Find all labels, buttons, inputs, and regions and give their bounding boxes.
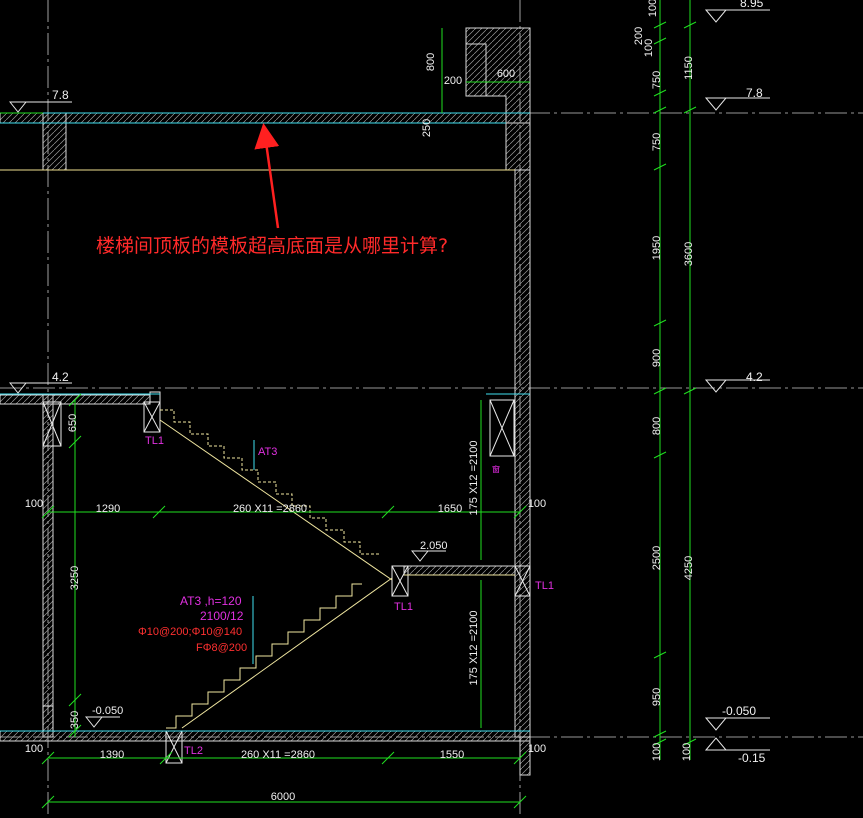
dim-1150: 1150 bbox=[683, 56, 695, 80]
level-mid-right: 4.2 bbox=[746, 370, 763, 384]
label-tl1-right: TL1 bbox=[535, 580, 554, 592]
dim-350: 350 bbox=[69, 711, 81, 729]
dim-100-b: 100 bbox=[643, 39, 655, 57]
dim-650: 650 bbox=[67, 414, 79, 432]
dim-1650: 1650 bbox=[438, 503, 462, 515]
dim-800-mid: 800 bbox=[651, 417, 663, 435]
dim-750-a: 750 bbox=[651, 71, 663, 89]
dim-100-bottom-right: 100 bbox=[528, 743, 546, 755]
note-at3: AT3 ,h=120 bbox=[180, 594, 242, 608]
level-outside-right: -0.15 bbox=[738, 751, 766, 765]
dim-900: 900 bbox=[651, 349, 663, 367]
label-tl1-upper: TL1 bbox=[145, 435, 164, 447]
label-window: 窗 bbox=[492, 464, 500, 474]
dim-100-bottom-left: 100 bbox=[25, 743, 43, 755]
label-tl2: TL2 bbox=[184, 745, 203, 757]
dim-100-left: 100 bbox=[25, 498, 43, 510]
stair-flights bbox=[159, 409, 515, 729]
question-arrow bbox=[254, 123, 280, 229]
note-steps: 2100/12 bbox=[200, 609, 244, 623]
dim-750-b: 750 bbox=[651, 133, 663, 151]
dim-1290: 1290 bbox=[96, 503, 120, 515]
dim-3250: 3250 bbox=[69, 566, 81, 590]
dim-2100-lower: 175 X12 =2100 bbox=[468, 611, 480, 686]
dim-200-b: 200 bbox=[633, 27, 645, 45]
dim-200-top: 200 bbox=[444, 75, 462, 87]
dim-4250: 4250 bbox=[683, 556, 695, 580]
dim-2860-upper: 260 X11 =2860 bbox=[233, 503, 307, 515]
dim-600: 600 bbox=[497, 68, 515, 80]
dim-1390: 1390 bbox=[100, 749, 124, 761]
dim-1550: 1550 bbox=[440, 749, 464, 761]
dim-2500: 2500 bbox=[651, 546, 663, 570]
dim-2100-upper: 175 X12 =2100 bbox=[468, 441, 480, 516]
dim-1950: 1950 bbox=[651, 236, 663, 260]
level-ground-left: -0.050 bbox=[92, 705, 123, 717]
level-roof-right: 7.8 bbox=[746, 86, 763, 100]
level-ground-right: -0.050 bbox=[722, 704, 756, 718]
dim-100-a: 100 bbox=[647, 0, 659, 17]
level-landing: 2.050 bbox=[420, 540, 448, 552]
level-markers bbox=[8, 9, 770, 751]
note-rebar-1: Φ10@200;Φ10@140 bbox=[138, 626, 242, 638]
level-top-right: 8.95 bbox=[740, 0, 764, 10]
ceiling-lines bbox=[0, 112, 530, 732]
dim-100-c: 100 bbox=[651, 743, 663, 761]
dim-250-top: 250 bbox=[421, 119, 433, 137]
dim-3600: 3600 bbox=[683, 242, 695, 266]
dim-100-right: 100 bbox=[528, 498, 546, 510]
level-mid-left: 4.2 bbox=[52, 370, 69, 384]
note-rebar-2: FΦ8@200 bbox=[196, 642, 247, 654]
dim-2860-lower: 260 X11 =2860 bbox=[241, 749, 315, 761]
label-tl1-landing: TL1 bbox=[394, 601, 413, 613]
level-roof-left: 7.8 bbox=[52, 88, 69, 102]
concrete-structure bbox=[0, 27, 531, 776]
dimension-lines bbox=[0, 0, 697, 809]
dim-950: 950 bbox=[651, 688, 663, 706]
dim-100-d: 100 bbox=[681, 743, 693, 761]
dim-800-top: 800 bbox=[425, 53, 437, 71]
dim-6000: 6000 bbox=[271, 791, 295, 803]
label-at3: AT3 bbox=[258, 446, 277, 458]
question-annotation: 楼梯间顶板的模板超高底面是从哪里计算? bbox=[96, 235, 449, 257]
